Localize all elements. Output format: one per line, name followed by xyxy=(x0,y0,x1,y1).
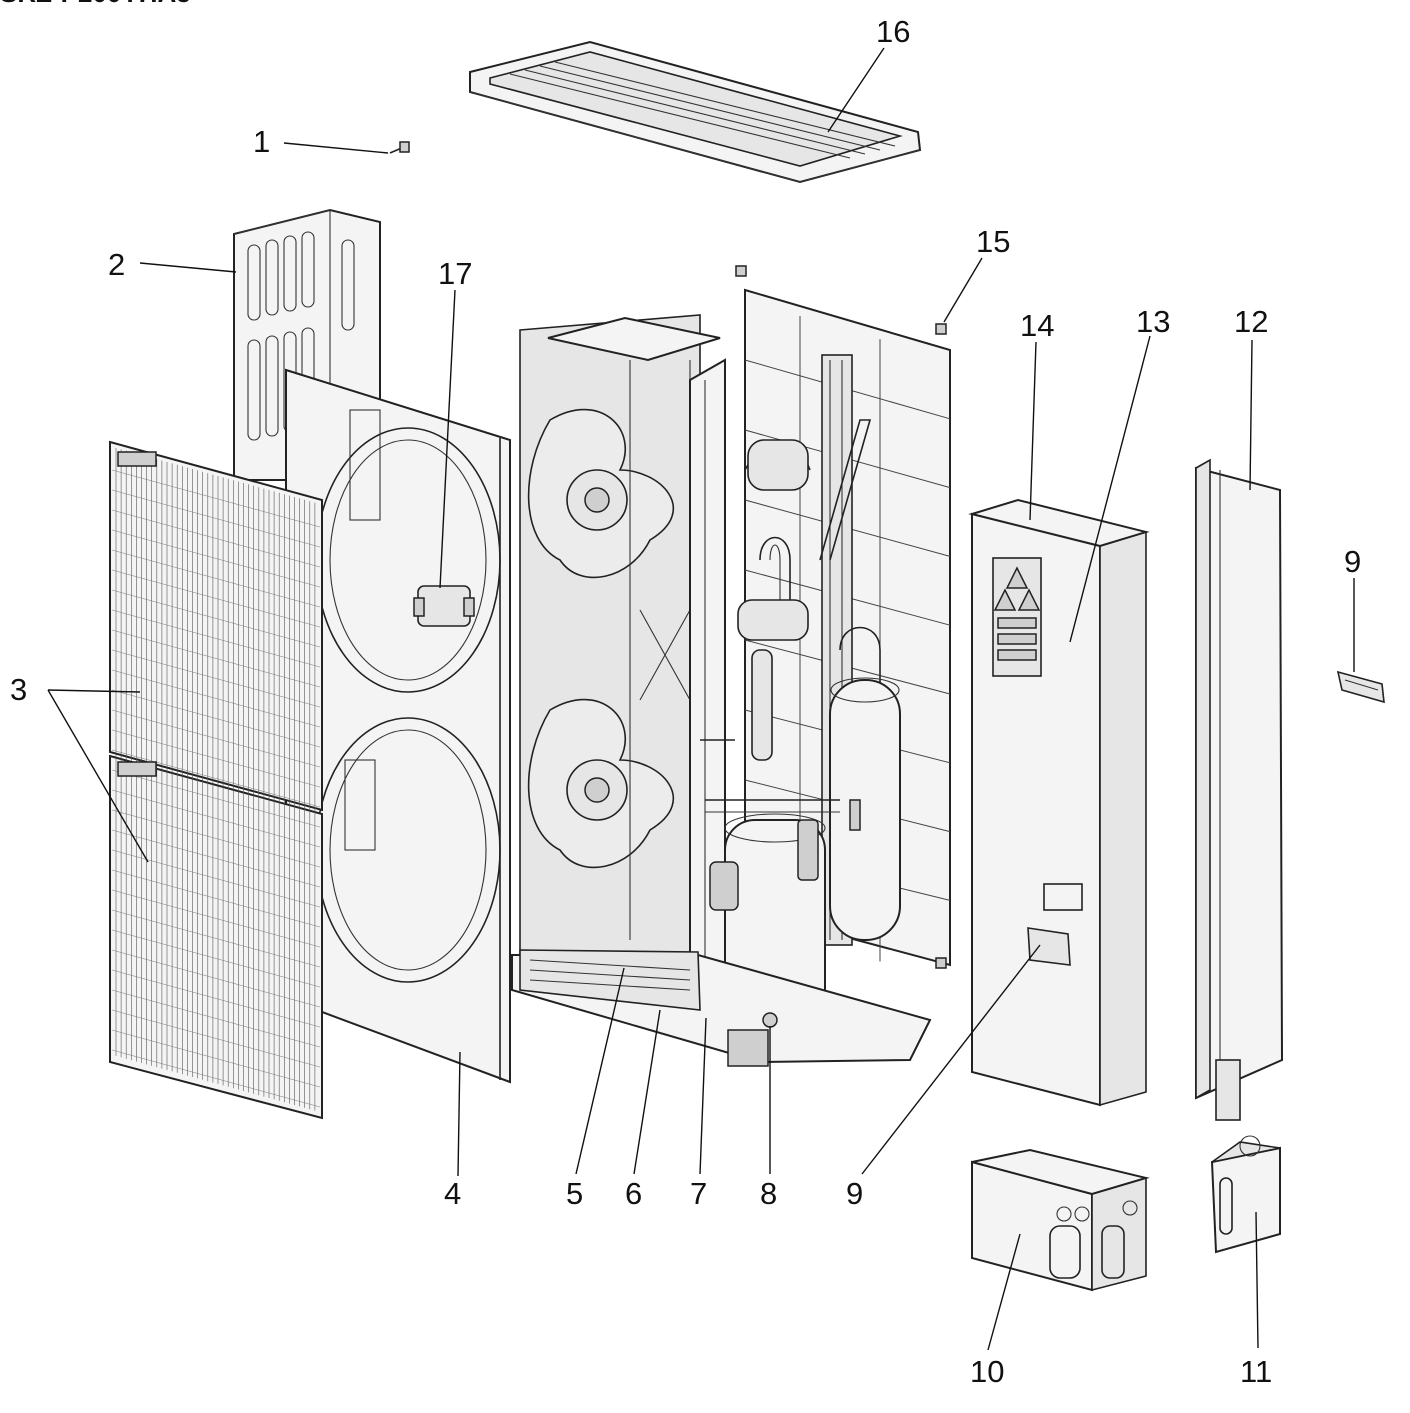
callout-7: 7 xyxy=(690,1176,707,1211)
callout-10: 10 xyxy=(970,1354,1004,1389)
callout-3: 3 xyxy=(10,672,27,707)
part-10-pipe-cover-front xyxy=(971,1148,1150,1292)
part-11-pipe-cover-back xyxy=(1210,1135,1281,1254)
part-17-bracket xyxy=(413,585,475,627)
callout-numbers: 1 2 3 4 5 6 7 8 9 9 10 11 12 13 14 15 16… xyxy=(10,14,1361,1389)
callout-6: 6 xyxy=(625,1176,642,1211)
callout-12: 12 xyxy=(1234,304,1268,339)
part-9-handle xyxy=(1336,670,1385,704)
callout-14: 14 xyxy=(1020,308,1054,343)
part-15-back-grid-fasteners xyxy=(735,265,947,969)
callout-11: 11 xyxy=(1240,1354,1272,1389)
part-12-right-panel xyxy=(1195,458,1284,1121)
callout-2: 2 xyxy=(108,247,125,282)
callout-5: 5 xyxy=(566,1176,583,1211)
callout-17: 17 xyxy=(438,256,472,291)
part-5-6-8-base xyxy=(511,949,932,1067)
callout-4: 4 xyxy=(444,1176,461,1211)
callout-15: 15 xyxy=(976,224,1010,259)
fan-assembly xyxy=(519,314,721,961)
part-13-14-service-panel xyxy=(968,498,1150,1107)
callout-8: 8 xyxy=(760,1176,777,1211)
callout-9-bottom: 9 xyxy=(846,1176,863,1211)
part-16-top-panel xyxy=(469,40,922,184)
header-fragment: SRZ-P200YHA5 xyxy=(0,0,191,8)
part-3-front-grille xyxy=(109,440,323,1120)
leader-lines xyxy=(47,47,1355,1351)
part-1-screw xyxy=(389,141,410,154)
callout-9-right: 9 xyxy=(1344,544,1361,579)
callout-16: 16 xyxy=(876,14,910,49)
callout-13: 13 xyxy=(1136,304,1170,339)
callout-1: 1 xyxy=(253,124,270,159)
